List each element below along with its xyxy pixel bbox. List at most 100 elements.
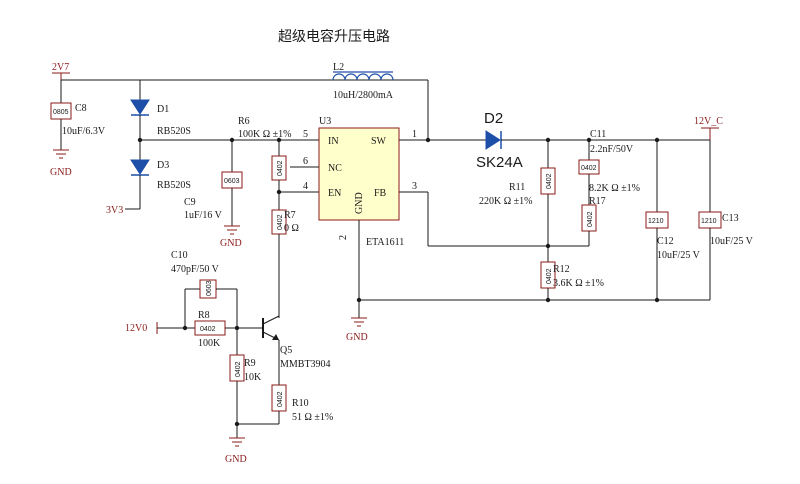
net-12v0: 12V0 (125, 322, 195, 334)
transistor-q5: Q5 MMBT3904 (262, 315, 331, 385)
svg-text:R12: R12 (553, 264, 570, 275)
svg-text:2: 2 (338, 235, 349, 240)
svg-text:GND: GND (50, 167, 72, 178)
svg-text:12V0: 12V0 (125, 323, 147, 334)
svg-text:0402: 0402 (581, 165, 597, 172)
resistor-r7: 0402 R7 0 Ω (271, 192, 299, 318)
resistor-r8: 0402 R8 100K (194, 310, 263, 349)
svg-text:470pF/50 V: 470pF/50 V (171, 264, 220, 275)
ground-symbol-q5: GND (225, 424, 247, 465)
u3-ref: U3 (319, 116, 331, 127)
svg-text:MMBT3904: MMBT3904 (280, 359, 331, 370)
svg-text:R9: R9 (244, 358, 256, 369)
svg-text:EN: EN (328, 188, 341, 199)
capacitor-c11: 0402 C11 2.2nF/50V (578, 129, 634, 205)
svg-text:D3: D3 (157, 160, 169, 171)
svg-text:IN: IN (328, 136, 339, 147)
svg-text:0603: 0603 (224, 178, 240, 185)
net-label-3v3: 3V3 (106, 205, 123, 216)
svg-text:RB520S: RB520S (157, 180, 191, 191)
svg-text:SW: SW (371, 136, 387, 147)
capacitor-c9: 0603 C9 1uF/16 V GND (184, 140, 243, 249)
svg-text:L2: L2 (333, 62, 344, 73)
capacitor-c10: 0603 C10 470pF/50 V (171, 250, 238, 328)
svg-text:0805: 0805 (53, 109, 69, 116)
svg-text:10uH/2800mA: 10uH/2800mA (333, 90, 394, 101)
resistor-r10: 0402 R10 51 Ω ±1% (271, 384, 333, 424)
svg-text:GND: GND (225, 454, 247, 465)
svg-text:1210: 1210 (648, 218, 664, 225)
ground-symbol-c8: GND (50, 149, 72, 178)
svg-text:12V_C: 12V_C (694, 116, 723, 127)
diode-d2: D2 SK24A (476, 110, 523, 171)
svg-text:D1: D1 (157, 104, 169, 115)
svg-text:GND: GND (354, 192, 365, 214)
svg-text:4: 4 (303, 181, 308, 192)
svg-text:RB520S: RB520S (157, 126, 191, 137)
resistor-r12: 0402 R12 3.6K Ω ±1% (540, 261, 604, 300)
svg-text:D2: D2 (484, 110, 503, 127)
resistor-r9: 0402 R9 10K (229, 328, 262, 424)
svg-text:1: 1 (412, 129, 417, 140)
svg-text:GND: GND (220, 238, 242, 249)
capacitor-c12: 1210 C12 10uF/25 V (645, 140, 701, 300)
svg-text:C12: C12 (657, 236, 674, 247)
diode-d1: D1 RB520S (130, 80, 191, 160)
svg-text:0603: 0603 (206, 280, 213, 296)
svg-text:1210: 1210 (701, 218, 717, 225)
net-12v-c: 12V_C (694, 116, 723, 140)
svg-text:R8: R8 (198, 310, 210, 321)
resistor-r11: 0402 R11 220K Ω ±1% (479, 140, 556, 262)
svg-text:0402: 0402 (277, 391, 284, 407)
svg-text:C11: C11 (590, 129, 606, 140)
c8-value: 10uF/6.3V (62, 126, 106, 137)
resistor-r17: 0402 8.2K Ω ±1% R17 (581, 183, 640, 246)
svg-text:6: 6 (303, 156, 308, 167)
svg-text:3.6K Ω ±1%: 3.6K Ω ±1% (553, 278, 604, 289)
c8-ref: C8 (75, 103, 87, 114)
svg-text:100K: 100K (198, 338, 221, 349)
svg-text:51 Ω ±1%: 51 Ω ±1% (292, 412, 333, 423)
svg-text:10K: 10K (244, 372, 262, 383)
svg-text:R17: R17 (589, 196, 606, 207)
inductor-l2: L2 10uH/2800mA (332, 62, 394, 101)
svg-text:1uF/16 V: 1uF/16 V (184, 210, 223, 221)
svg-text:10uF/25 V: 10uF/25 V (710, 236, 754, 247)
svg-text:R7: R7 (284, 210, 296, 221)
svg-text:0402: 0402 (235, 361, 242, 377)
svg-text:0402: 0402 (277, 160, 284, 176)
ic-u3: U3 IN NC EN SW FB GND 5 6 4 1 3 2 ETA161… (303, 116, 417, 248)
capacitor-c8: 0805 C8 10uF/6.3V (50, 80, 106, 150)
ground-symbol-u3: GND (346, 300, 368, 343)
svg-text:R11: R11 (509, 182, 525, 193)
net-label-2v7: 2V7 (52, 62, 69, 73)
r6-ref: R6 (238, 116, 250, 127)
resistor-r6: 0402 (271, 140, 287, 192)
svg-text:8.2K Ω ±1%: 8.2K Ω ±1% (589, 183, 640, 194)
net-2v7: 2V7 (52, 62, 428, 81)
r6-value: 100K Ω ±1% (238, 129, 291, 140)
svg-text:FB: FB (374, 188, 387, 199)
svg-text:0402: 0402 (587, 211, 594, 227)
svg-text:Q5: Q5 (280, 345, 292, 356)
svg-text:0402: 0402 (200, 326, 216, 333)
svg-text:0402: 0402 (546, 173, 553, 189)
capacitor-c13: 1210 C13 10uF/25 V (698, 140, 754, 300)
svg-text:C9: C9 (184, 197, 196, 208)
svg-text:0 Ω: 0 Ω (284, 223, 299, 234)
svg-text:220K Ω ±1%: 220K Ω ±1% (479, 196, 532, 207)
diode-d3: D3 RB520S 3V3 (106, 159, 191, 216)
svg-text:C13: C13 (722, 213, 739, 224)
svg-text:10uF/25 V: 10uF/25 V (657, 250, 701, 261)
svg-text:R10: R10 (292, 398, 309, 409)
svg-text:NC: NC (328, 163, 342, 174)
svg-text:0402: 0402 (546, 268, 553, 284)
svg-text:3: 3 (412, 181, 417, 192)
svg-text:SK24A: SK24A (476, 154, 523, 171)
svg-text:C10: C10 (171, 250, 188, 261)
svg-text:0402: 0402 (277, 214, 284, 230)
schematic-title: 超级电容升压电路 (278, 28, 390, 45)
u3-part-name: ETA1611 (366, 237, 404, 248)
svg-text:GND: GND (346, 332, 368, 343)
